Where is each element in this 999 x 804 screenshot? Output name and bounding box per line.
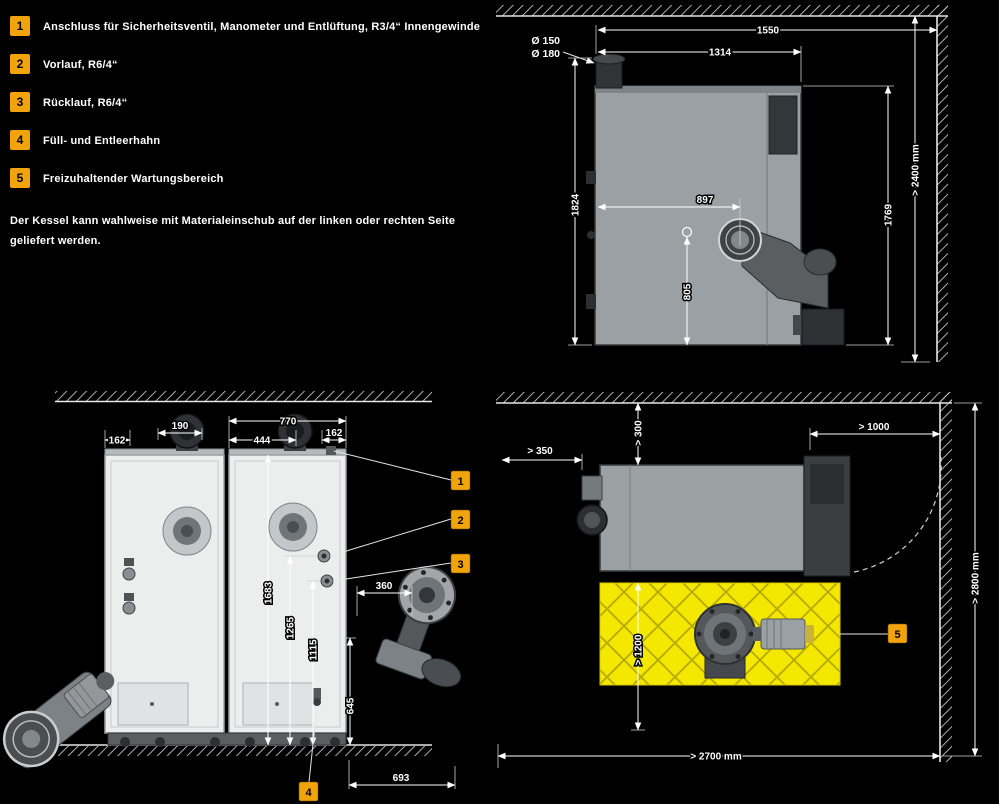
- control-panel: [768, 95, 798, 155]
- legend-item-2: 2 Vorlauf, R6/4“: [10, 54, 484, 74]
- dim-1683: 1683: [264, 581, 275, 604]
- plan-view-drawing: > 350 > 300 > 1000 > 1200 > 2800 mm > 27…: [496, 392, 983, 768]
- left-ash-door: [117, 682, 189, 726]
- burner-assembly-left: [2, 671, 115, 769]
- dim-gt300: > 300: [634, 420, 645, 446]
- dim-162-right: 162: [326, 428, 343, 439]
- wall-hatch-top: [496, 392, 952, 403]
- legend-label-4: Füll- und Entleerhahn: [43, 135, 161, 147]
- dim-gt2800: > 2800 mm: [971, 552, 982, 604]
- legend-badge-3: 3: [10, 92, 30, 112]
- boiler-side-view: [586, 53, 845, 346]
- legend-item-3: 3 Rücklauf, R6/4“: [10, 92, 484, 112]
- wall-hatch-right: [937, 5, 948, 362]
- dim-gt1200: > 1200: [634, 634, 645, 665]
- legend-badge-5: 5: [10, 168, 30, 188]
- side-box: [801, 308, 845, 346]
- ceiling-hatch: [55, 391, 432, 401]
- dim-770: 770: [280, 417, 297, 428]
- dim-190: 190: [172, 421, 189, 432]
- legend-label-1: Anschluss für Sicherheitsventil, Manomet…: [43, 21, 481, 33]
- legend-badge-4: 4: [10, 130, 30, 150]
- boiler-plan-view: [576, 449, 942, 577]
- side-view-dimensions: 1550 1314 Ø 150 Ø 180 1824 897 805 1769: [531, 15, 938, 363]
- dim-gt350: > 350: [527, 446, 553, 457]
- callout-box-4: [298, 781, 319, 802]
- callout-box-3: [450, 553, 471, 574]
- dim-1115: 1115: [309, 639, 320, 661]
- legend-item-1: 1 Anschluss für Sicherheitsventil, Manom…: [10, 16, 484, 36]
- legend-label-2: Vorlauf, R6/4“: [43, 59, 118, 71]
- plan-view-dimensions: > 350 > 300 > 1000 > 1200 > 2800 mm > 27…: [497, 402, 983, 768]
- dim-room-height: > 2400 mm: [911, 144, 922, 196]
- callout-box-2: [450, 509, 471, 530]
- front-view-dimensions: 770 162 190 444 162 1683 1265 1115: [104, 415, 456, 789]
- legend-badge-2: 2: [10, 54, 30, 74]
- dim-162-left: 162: [109, 436, 126, 447]
- dim-dia-150: Ø 150: [531, 35, 560, 47]
- callout-box-5: [887, 623, 908, 644]
- dim-645: 645: [346, 697, 357, 714]
- legend-label-5: Freizuhaltender Wartungsbereich: [43, 173, 224, 185]
- dim-1769: 1769: [884, 203, 895, 226]
- dim-1314: 1314: [709, 48, 732, 59]
- burner-assembly-right: [375, 566, 462, 688]
- dim-1824: 1824: [571, 193, 582, 216]
- side-view-drawing: 1550 1314 Ø 150 Ø 180 1824 897 805 1769: [496, 5, 948, 363]
- legend-item-5: 5 Freizuhaltender Wartungsbereich: [10, 168, 484, 188]
- dim-897: 897: [697, 195, 714, 206]
- dim-gt1000: > 1000: [859, 422, 890, 433]
- burner-motor: [803, 248, 837, 276]
- base-frame: [107, 732, 347, 746]
- legend-label-3: Rücklauf, R6/4“: [43, 97, 128, 109]
- plan-view-callouts: 5: [840, 623, 908, 644]
- dim-444: 444: [254, 436, 271, 447]
- legend-badge-1: 1: [10, 16, 30, 36]
- legend-item-4: 4 Füll- und Entleerhahn: [10, 130, 484, 150]
- front-view-callouts: 1 2 3 4: [298, 450, 471, 802]
- callout-4: 4: [305, 787, 312, 799]
- dim-805: 805: [683, 283, 694, 300]
- callout-5: 5: [894, 629, 900, 641]
- drain-valve: [313, 688, 321, 700]
- dim-1550: 1550: [757, 26, 780, 37]
- floor-hatch: [58, 746, 432, 756]
- dim-gt2700: > 2700 mm: [690, 752, 742, 763]
- callout-2: 2: [457, 515, 463, 527]
- callout-box-1: [450, 470, 471, 491]
- burner-assembly-plan: [694, 603, 814, 679]
- ceiling-hatch: [496, 5, 948, 16]
- door-swing-arc: [853, 449, 942, 573]
- legend-note: Der Kessel kann wahlweise mit Materialei…: [10, 215, 456, 247]
- dim-dia-180: Ø 180: [531, 48, 560, 60]
- callout-3: 3: [457, 559, 463, 571]
- left-attachment: [581, 475, 603, 501]
- burner-duct: [741, 225, 829, 309]
- front-view-drawing: 770 162 190 444 162 1683 1265 1115: [2, 391, 471, 802]
- wall-hatch-right: [940, 392, 952, 762]
- legend: 1 Anschluss für Sicherheitsventil, Manom…: [10, 16, 484, 252]
- dim-693: 693: [393, 773, 410, 784]
- safety-valve-connection: [326, 446, 336, 455]
- boiler-front-view: [104, 413, 347, 747]
- dim-360: 360: [376, 581, 393, 592]
- dim-1265: 1265: [286, 616, 297, 639]
- callout-1: 1: [457, 476, 463, 488]
